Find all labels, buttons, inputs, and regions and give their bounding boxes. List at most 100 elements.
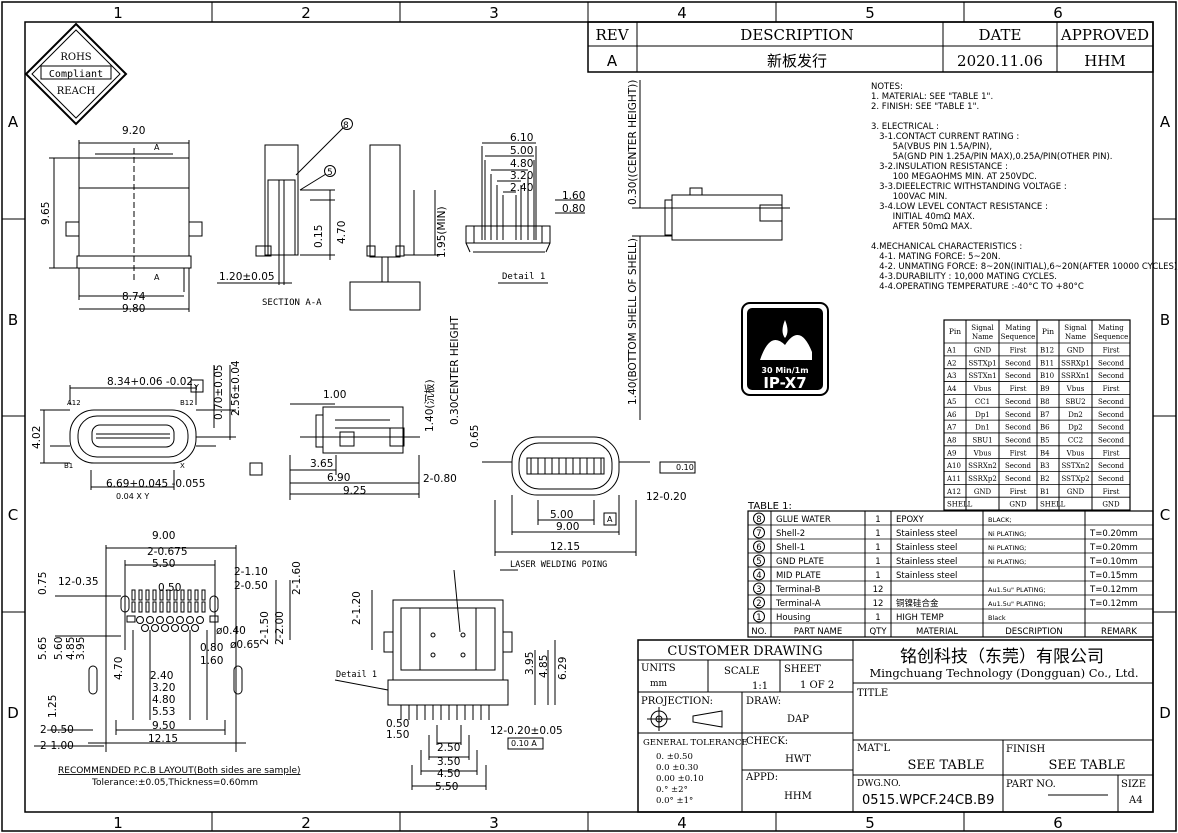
bom-cell: 1 <box>756 613 761 623</box>
pin-table-cell: SBU1 <box>972 436 992 444</box>
pin-table-cell: B5 <box>1040 436 1050 444</box>
pcb-hole-row <box>136 616 204 632</box>
bom-cell: GND PLATE <box>776 557 824 567</box>
dim-label: 12-0.20±0.05 <box>490 725 563 737</box>
pin-table-cell: A2 <box>946 359 957 367</box>
item-number-circle <box>753 526 765 539</box>
dim-label: 4.02 <box>31 426 43 449</box>
row-label: C <box>1160 506 1170 524</box>
bom-cell: Ni PLATING; <box>988 558 1026 566</box>
dim-label: 4.70 <box>113 657 125 680</box>
dim-label: 4.85 <box>65 637 77 660</box>
dim-label: 5.50 <box>435 781 458 793</box>
dim-label: 0.30((CENTER HEIGHT)) <box>627 80 639 205</box>
bom-cell: T=0.10mm <box>1089 557 1138 567</box>
dim-label: 9.20 <box>122 125 145 137</box>
dim-label: 0.10 <box>676 463 694 472</box>
dim-label: 12.15 <box>550 541 580 553</box>
dim-label: 3.50 <box>437 756 460 768</box>
bom-header: REMARK <box>1101 627 1137 637</box>
dim-label: 2.56±0.04 <box>230 360 242 416</box>
pin-table-cell: Second <box>1098 359 1125 367</box>
date-header: DATE <box>979 26 1022 44</box>
sheet-label: SHEET <box>784 664 821 675</box>
pin-table-cell: Dn1 <box>975 424 990 432</box>
ip-depth-text: 30 Min/1m <box>761 366 808 375</box>
col-label: 1 <box>113 4 123 22</box>
pin-table-cell: A10 <box>946 462 961 470</box>
dim-label: 0.50 <box>386 718 409 730</box>
note-line: 4-3.DURABILITY : 10,000 MATING CYCLES. <box>871 272 1057 282</box>
pin-table-cell: Second <box>1005 359 1032 367</box>
pin-table-header: Name <box>972 333 993 341</box>
pin-table-header: Sequence <box>1094 333 1129 341</box>
scale-value: 1:1 <box>752 681 768 692</box>
pin-table-cell: A9 <box>946 449 957 457</box>
profile-view <box>289 403 420 500</box>
title-block: CUSTOMER DRAWING 铭创科技（东莞）有限公司 Mingchuang… <box>637 639 1154 813</box>
dim-label: 0.75 <box>37 572 49 595</box>
check-value: HWT <box>785 754 811 765</box>
bom-header: PART NAME <box>794 627 842 637</box>
callout-8: 8 <box>343 121 349 131</box>
bom-cell: 6 <box>756 543 761 553</box>
bom-cell: 1 <box>875 613 880 623</box>
note-line: 3. ELECTRICAL : <box>871 122 939 132</box>
pin-table-cell: A4 <box>946 385 957 393</box>
pin-table-cell: CC1 <box>975 398 990 406</box>
bom-cell: BLACK; <box>988 516 1012 524</box>
pin-table-cell: SSRXn2 <box>968 462 997 470</box>
bom-header: QTY <box>869 627 887 637</box>
col-label: 4 <box>677 814 687 832</box>
detail-1-view <box>465 142 585 284</box>
pcb-tolerance: Tolerance:±0.05,Thickness=0.60mm <box>91 778 258 788</box>
dim-label: 2-0.80 <box>423 473 457 485</box>
top-view <box>49 140 203 312</box>
col-label: 6 <box>1053 814 1063 832</box>
dim-label: 4.70 <box>336 221 348 244</box>
pin-table-cell: First <box>1103 347 1120 355</box>
pin-table-header: Name <box>1065 333 1086 341</box>
bom-cell: 7 <box>756 529 761 539</box>
row-label: D <box>7 704 19 722</box>
bom-cell: Shell-2 <box>776 529 805 539</box>
rev-value: A <box>607 52 618 70</box>
pin-table-cell: Vbus <box>973 385 992 393</box>
dim-label: 1.00 <box>323 389 346 401</box>
row-label: C <box>8 506 18 524</box>
dim-label: 1.95(MIN) <box>436 206 448 258</box>
dim-label: 6.90 <box>327 472 350 484</box>
description-value: 新板发行 <box>767 52 827 70</box>
pin-table-cell: Second <box>1005 475 1032 483</box>
pin-table-cell: SSRXn1 <box>1061 372 1090 380</box>
pin-table-cell: A1 <box>946 347 957 355</box>
approved-value: HHM <box>1084 52 1126 70</box>
pin-table-cell: Second <box>1098 411 1125 419</box>
section-marker: A <box>154 273 160 282</box>
dim-label: 0.15 <box>313 225 325 248</box>
row-label: D <box>1159 704 1171 722</box>
laser-label: LASER WELDING POING <box>510 560 607 570</box>
pin-table-cell: Second <box>1005 372 1032 380</box>
size-label: SIZE <box>1121 779 1146 790</box>
dim-label: 1.50 <box>386 729 409 741</box>
callout-5: 5 <box>327 168 333 178</box>
note-line: 4.MECHANICAL CHARACTERISTICS : <box>871 242 1022 252</box>
col-label: 6 <box>1053 4 1063 22</box>
pin-marker: B12 <box>180 399 194 407</box>
bom-cell: Terminal-A <box>775 599 821 609</box>
customer-drawing-label: CUSTOMER DRAWING <box>667 644 822 659</box>
dim-label: 9.65 <box>40 202 52 225</box>
dim-label: 9.00 <box>556 521 579 533</box>
draw-value: DAP <box>787 714 809 725</box>
dimension-labels: 9.20 9.65 8.74 9.80 A A SECTION A-A 0.15… <box>31 80 694 793</box>
dim-label: 5.00 <box>550 509 573 521</box>
pin-table-cell: GND <box>1009 501 1027 509</box>
dim-label: 4.85 <box>538 655 550 678</box>
pin-table-cell: B12 <box>1040 347 1054 355</box>
dim-label: 1.40(沉板) <box>423 379 436 432</box>
pin-table-header: Mating <box>1005 324 1031 332</box>
pin-table-cell: Vbus <box>973 449 992 457</box>
dim-label: 3.95 <box>75 637 87 660</box>
